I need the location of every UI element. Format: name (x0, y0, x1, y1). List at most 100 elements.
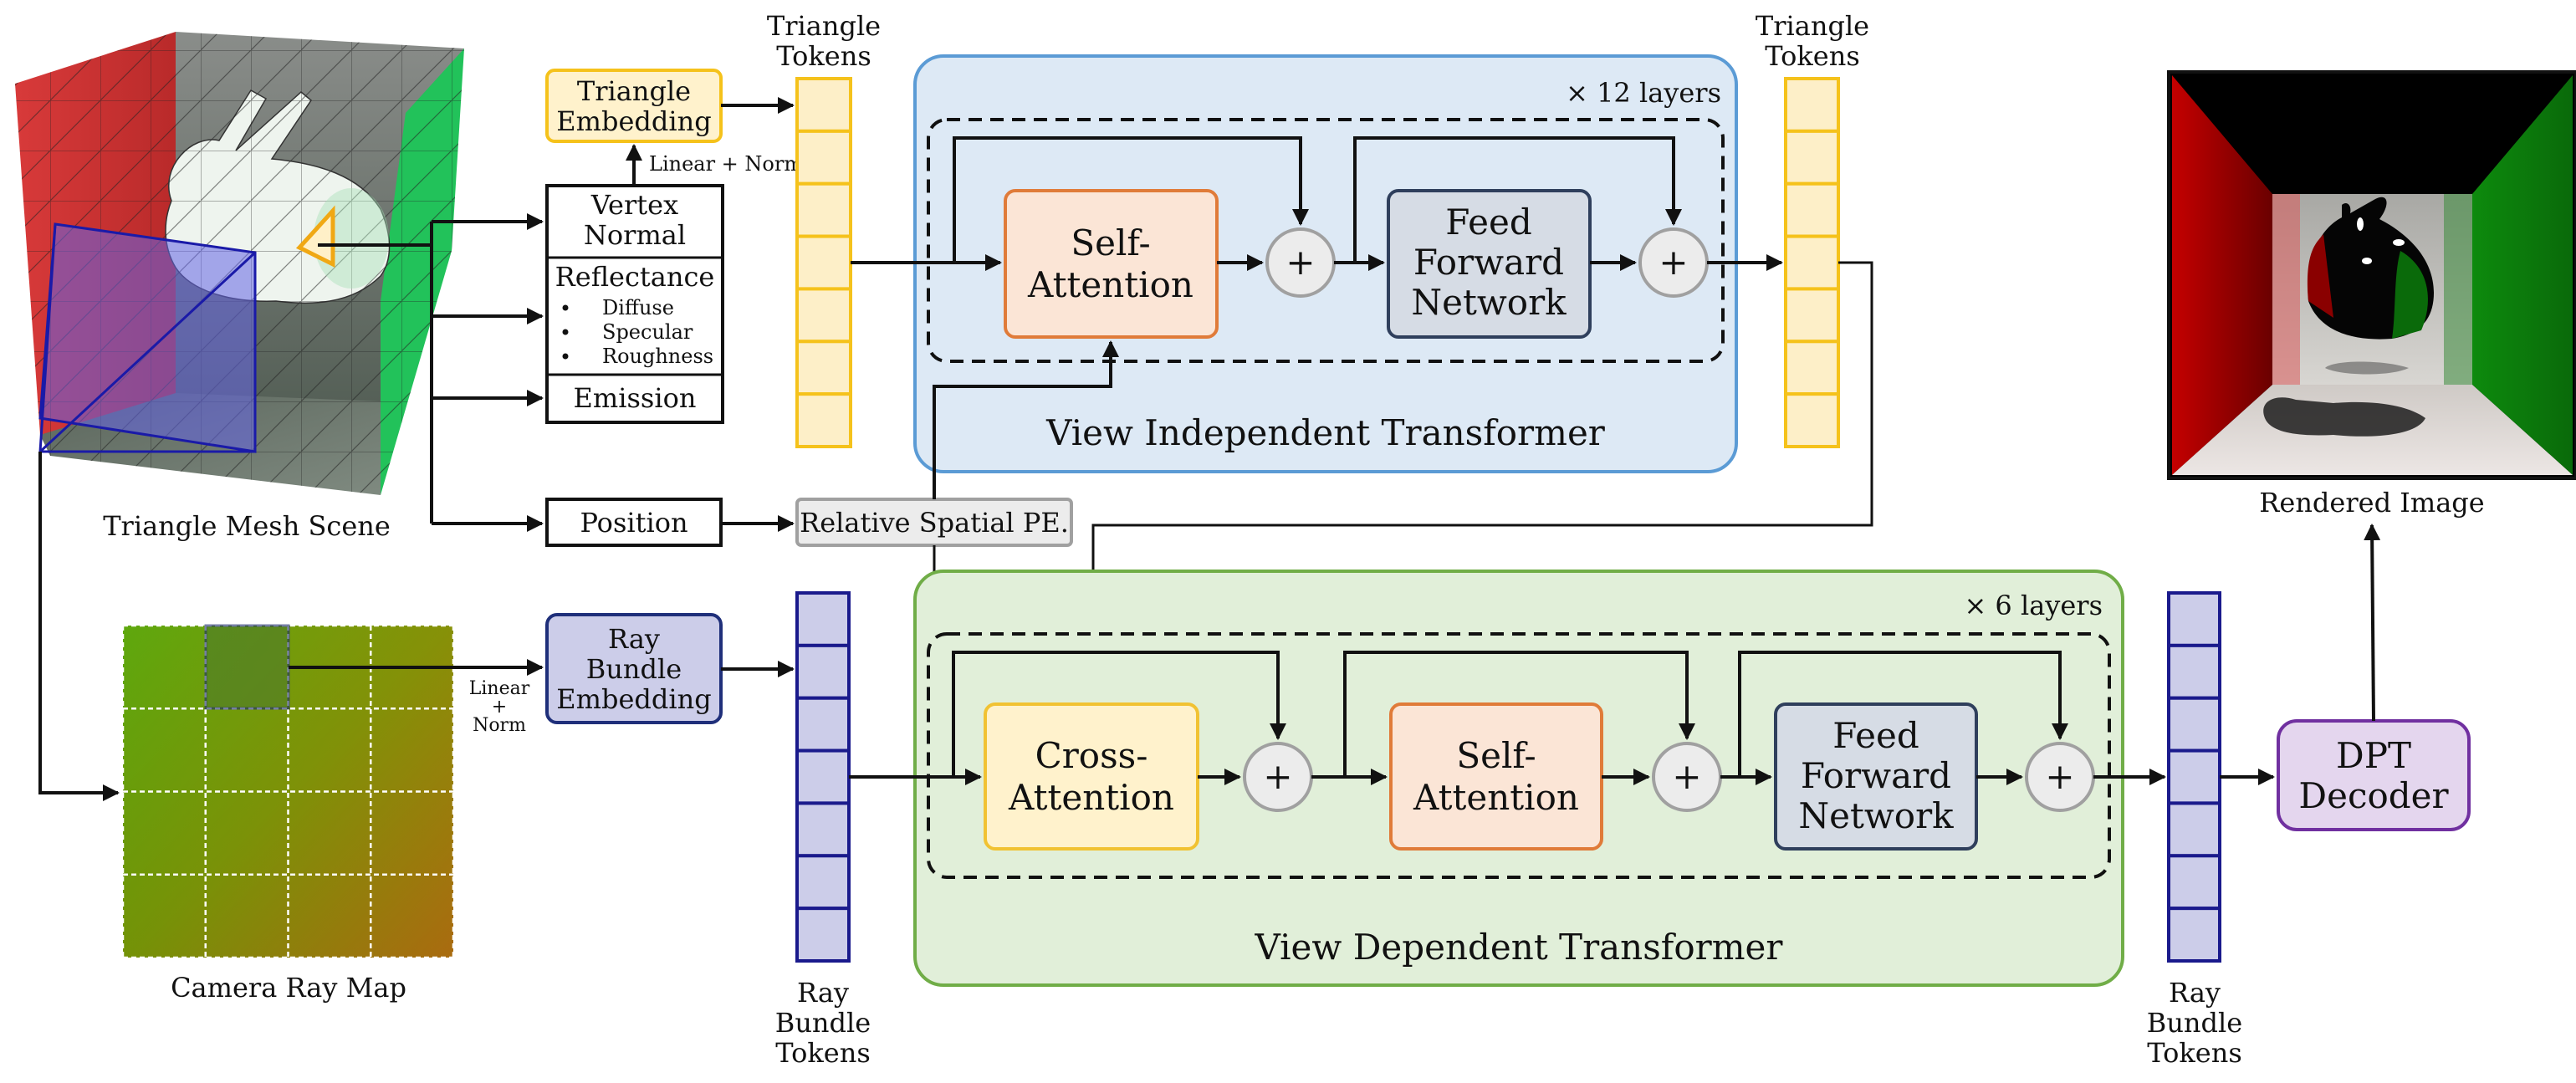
token-cell (795, 392, 852, 448)
vit-layers-label: × 12 layers (1566, 77, 1721, 109)
linear-norm-label-1: Linear (469, 678, 530, 699)
linear-norm-label-3: Norm (473, 715, 526, 736)
vdt-ffn-label-3: Network (1798, 795, 1954, 836)
ray-tokens-label-3: Tokens (775, 1037, 870, 1069)
vdt-plus-node-1: + (1243, 742, 1313, 812)
cross-attention-label-1: Cross- (1035, 735, 1148, 776)
relative-spatial-pe-label: Relative Spatial PE. (800, 507, 1069, 539)
view-independent-transformer: × 12 layers View Independent Transformer… (851, 54, 1783, 499)
bullet-icon (562, 304, 569, 311)
token-cell (795, 181, 852, 238)
relative-spatial-pe-box: Relative Spatial PE. (795, 498, 1073, 547)
token-cell (2167, 801, 2221, 858)
token-cell (1784, 129, 1840, 186)
reflectance-title: Reflectance (555, 261, 715, 293)
bunny-icon (2308, 197, 2434, 340)
vdt-residual-2 (1343, 651, 1695, 777)
token-cell (1784, 181, 1840, 238)
ray-token-column (795, 591, 851, 963)
vertex-normal-label-2: Normal (584, 219, 686, 251)
vdt-self-attention-box: Self- Attention (1389, 702, 1603, 851)
vertex-normal-label-1: Vertex (590, 189, 678, 221)
token-cell (795, 643, 851, 700)
vdt-ffn-box: Feed Forward Network (1774, 702, 1978, 851)
ray-map-grid (121, 624, 455, 959)
token-cell (795, 907, 851, 963)
camera-frustum-icon (38, 222, 257, 453)
token-cell (1784, 392, 1840, 448)
vdt-residual-1 (952, 651, 1286, 777)
ray-tokens-out-label-3: Tokens (2147, 1037, 2241, 1069)
position-box: Position (545, 498, 723, 547)
linear-norm-label: Linear + Norm (649, 152, 803, 176)
dpt-decoder-box: DPT Decoder (2277, 719, 2471, 831)
token-cell (2167, 854, 2221, 911)
camera-ray-map-caption: Camera Ray Map (171, 972, 406, 1004)
token-cell (2167, 696, 2221, 753)
reflectance-item: Diffuse (602, 296, 674, 319)
token-cell (795, 591, 851, 647)
highlighted-triangle-icon (295, 205, 335, 268)
plus-icon: + (1672, 756, 1701, 797)
vdt-title: View Dependent Transformer (1255, 927, 1784, 968)
vit-ffn-label-1: Feed (1445, 202, 1531, 243)
emission-label: Emission (574, 382, 697, 414)
triangle-embedding-box: Triangle Embedding (545, 69, 723, 143)
ray-bundle-patch (204, 624, 290, 710)
vdt-plus-node-2: + (1652, 742, 1722, 812)
vdt-layers-label: × 6 layers (1964, 590, 2103, 621)
ray-token-output-column (2167, 591, 2221, 963)
vdt-ffn-label-1: Feed (1832, 715, 1919, 756)
vit-ffn-box: Feed Forward Network (1387, 189, 1592, 339)
token-cell (795, 129, 852, 186)
reflectance-item: Specular (602, 320, 693, 344)
reflectance-item: Roughness (602, 345, 713, 368)
vit-self-attention-box: Self- Attention (1004, 189, 1219, 339)
triangle-embedding-label-1: Triangle (577, 75, 691, 107)
rendered-image (2167, 70, 2576, 480)
vdt-ffn-label-2: Forward (1801, 755, 1951, 796)
ray-tokens-label-1: Ray (797, 977, 849, 1009)
token-cell (795, 696, 851, 753)
vit-self-attention-label-2: Attention (1027, 264, 1193, 305)
shadow (2263, 397, 2425, 437)
vdt-self-attention-label-2: Attention (1413, 777, 1579, 818)
bullet-icon (562, 329, 569, 335)
dpt-label-1: DPT (2336, 735, 2411, 776)
ray-embed-label-1: Ray (608, 623, 660, 655)
ray-embed-label-2: Bundle (586, 653, 682, 685)
token-cell (795, 340, 852, 396)
token-cell (1784, 287, 1840, 344)
vit-title: View Independent Transformer (1045, 412, 1606, 453)
arrow-pe-to-vit-self-attention (933, 340, 1119, 499)
vit-ffn-label-2: Forward (1413, 242, 1564, 283)
vit-residual-2 (1353, 136, 1682, 263)
token-cell (2167, 643, 2221, 700)
linear-norm-label-2: + (492, 697, 507, 718)
vit-self-attention-label-1: Self- (1071, 222, 1150, 263)
ray-tokens-out-label-2: Bundle (2147, 1007, 2242, 1039)
triangle-tokens-out-label-1: Triangle (1756, 10, 1869, 42)
cross-attention-label-2: Attention (1008, 777, 1174, 818)
token-cell (795, 854, 851, 911)
triangle-tokens-out-label-2: Tokens (1765, 40, 1859, 72)
vdt-plus-node-3: + (2025, 742, 2095, 812)
token-cell (1784, 340, 1840, 396)
plus-icon: + (1659, 242, 1688, 283)
ray-tokens-label-2: Bundle (775, 1007, 871, 1039)
plus-icon: + (1263, 756, 1292, 797)
rendered-image-caption: Rendered Image (2259, 487, 2484, 519)
camera-ray-map (121, 624, 455, 959)
ray-embed-label-3: Embedding (556, 683, 711, 715)
triangle-token-output-column (1784, 77, 1840, 448)
vit-residual-1 (953, 136, 1309, 263)
vdt-residual-3 (1738, 651, 2068, 777)
token-cell (795, 801, 851, 858)
vdt-self-attention-label-1: Self- (1456, 735, 1536, 776)
bullet-icon (562, 353, 569, 360)
plus-icon: + (2045, 756, 2074, 797)
arrow-camera-to-raymap (38, 452, 120, 801)
vit-plus-node-1: + (1265, 227, 1336, 298)
token-cell (2167, 591, 2221, 647)
